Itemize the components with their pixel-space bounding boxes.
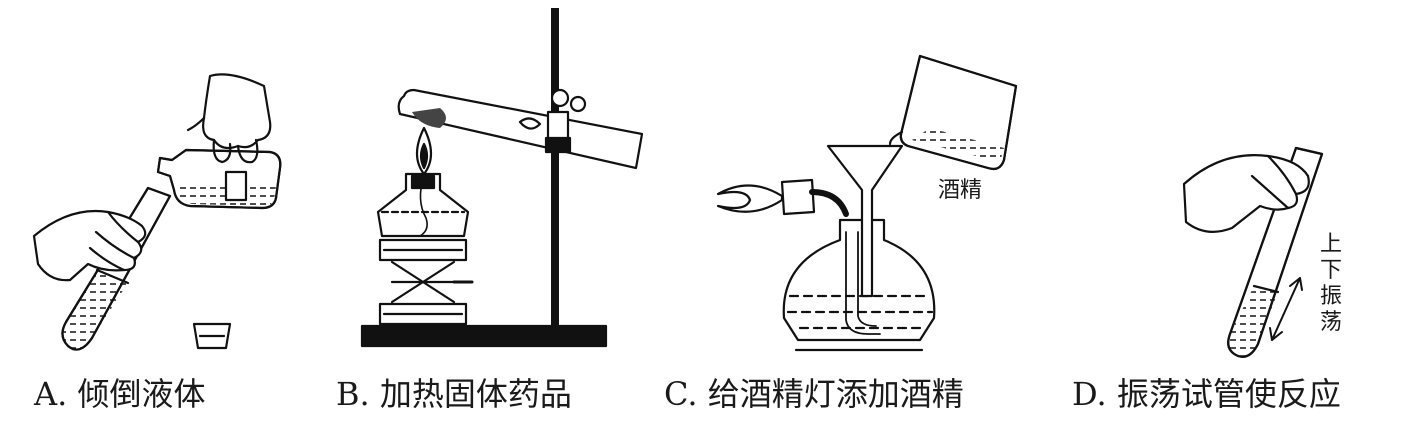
alcohol-lamp-icon	[378, 174, 468, 236]
hand-icon	[188, 74, 270, 162]
hand-icon	[34, 211, 145, 280]
caption-d: D. 振荡试管使反应	[1072, 372, 1341, 416]
flame-icon	[417, 128, 431, 174]
flame-icon	[718, 185, 782, 211]
test-tube-icon	[399, 90, 642, 168]
lamp-cap-icon	[782, 180, 846, 214]
label-char: 荡	[1318, 310, 1344, 336]
up-down-shake-label: 上 下 振 荡	[1318, 232, 1344, 336]
stand-rod-icon	[551, 8, 559, 328]
caption-b: B. 加热固体药品	[336, 372, 572, 416]
label-char: 下	[1318, 258, 1344, 284]
panel-b-heating-solid	[362, 8, 642, 346]
panel-d-shaking-tube	[1184, 148, 1322, 357]
caption-c: C. 给酒精灯添加酒精	[664, 372, 964, 416]
small-beaker-icon	[194, 324, 230, 348]
caption-a: A. 倾倒液体	[34, 372, 205, 416]
alcohol-lamp-icon	[784, 220, 935, 350]
stand-base-icon	[362, 326, 606, 346]
reagent-bottle-icon	[158, 150, 280, 208]
beaker-icon	[890, 56, 1016, 169]
panel-a-pouring-liquid	[34, 74, 280, 349]
lab-jack-icon	[380, 240, 472, 324]
label-char: 振	[1318, 284, 1344, 310]
alcohol-label: 酒精	[938, 178, 982, 204]
label-char: 上	[1318, 232, 1344, 258]
